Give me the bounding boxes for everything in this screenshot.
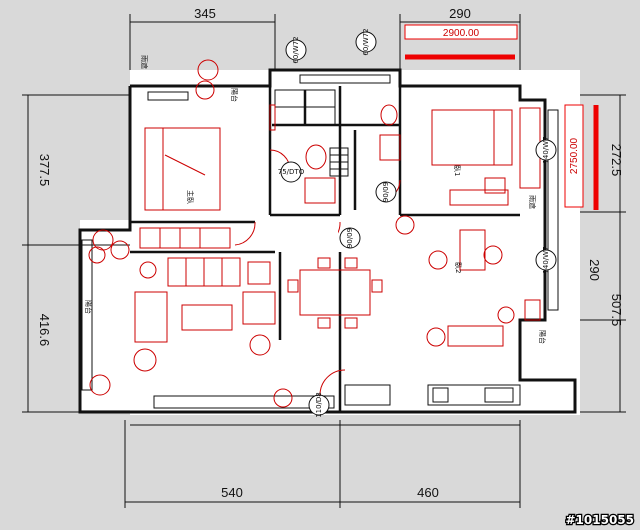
label-bedroom-one: 臥1: [453, 165, 461, 176]
door-tag-8: 140/W7: [542, 246, 550, 273]
label-rain-shed-right: 雨遮: [528, 195, 537, 209]
label-balcony-left: 陽台: [84, 300, 93, 314]
void-area: [272, 218, 338, 248]
label-balcony-top: 陽台: [230, 88, 239, 102]
highlight-vertical-text: 2750.00: [569, 137, 580, 174]
dim-top-left: 345: [194, 6, 216, 21]
watermark: #1015055: [565, 513, 634, 527]
highlight-vertical-box: [564, 104, 584, 208]
door-tag-4: 90/09: [382, 182, 390, 202]
label-rain-shed: 雨遮: [140, 55, 149, 69]
outer-walls: [78, 68, 577, 414]
dim-bottom-left: 540: [221, 485, 243, 500]
door-tag-5: 90/09: [346, 228, 354, 248]
dim-right-mid: 290: [587, 259, 602, 281]
furniture: [133, 104, 541, 372]
dim-left-upper: 377.5: [37, 154, 52, 187]
balcony-rails: [81, 74, 559, 409]
kitchen-counter: [344, 384, 521, 406]
label-balcony-right: 陽台: [538, 330, 547, 344]
dimension-lines: [22, 14, 626, 508]
plant-markers: [88, 59, 515, 408]
dim-right-lower: 507.5: [609, 294, 624, 327]
door-tag-7: 140/W7: [542, 136, 550, 163]
door-tag-3: 75/DTO: [278, 168, 305, 176]
label-bedroom-master: 主臥: [186, 190, 195, 204]
door-tag-2: 60/W72: [362, 28, 370, 55]
dim-left-lower: 416.6: [37, 314, 52, 347]
dim-right-upper: 272.5: [609, 144, 624, 177]
highlight-horizontal-box: [404, 24, 518, 40]
door-tag-6: 110/D8: [315, 392, 323, 418]
door-tag-1: 60/W72: [292, 36, 300, 63]
left-balcony-paper: [80, 220, 130, 410]
dim-bottom-right: 460: [417, 485, 439, 500]
dim-top-right: 290: [449, 6, 471, 21]
door-tags: [280, 31, 557, 416]
highlight-horizontal-text: 2900.00: [443, 28, 480, 39]
label-bedroom-two: 臥2: [454, 262, 462, 273]
